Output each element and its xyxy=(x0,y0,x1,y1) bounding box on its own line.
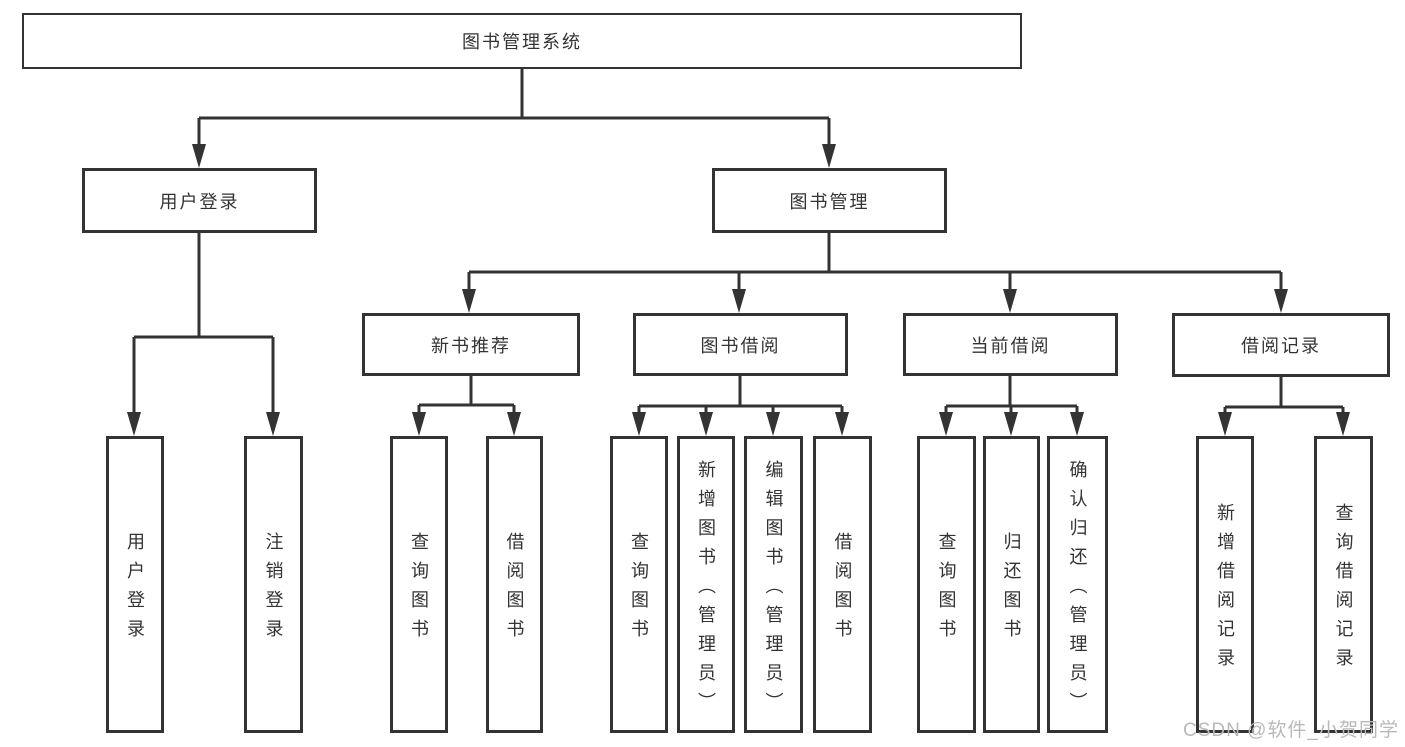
node-user-login-label: 用户登录 xyxy=(159,191,240,212)
leaf-newrec-borrow-books-label: 借阅图书 xyxy=(504,532,525,648)
watermark: CSDN @软件_小贺同学 xyxy=(1183,720,1399,741)
leaf-logout-login: 注销登录 xyxy=(244,436,303,733)
leaf-borrow-edit-books-admin: 编辑图书（管理员） xyxy=(744,436,803,733)
node-new-book-recommend-label: 新书推荐 xyxy=(431,335,511,356)
node-root: 图书管理系统 xyxy=(22,13,1022,69)
node-book-management-label: 图书管理 xyxy=(789,191,870,212)
leaf-records-add-record: 新增借阅记录 xyxy=(1196,436,1254,733)
leaf-newrec-borrow-books: 借阅图书 xyxy=(486,436,543,733)
leaf-current-return-books-label: 归还图书 xyxy=(1001,532,1022,648)
leaf-records-query-record: 查询借阅记录 xyxy=(1314,436,1373,733)
leaf-borrow-borrow-books-label: 借阅图书 xyxy=(832,532,853,648)
node-root-label: 图书管理系统 xyxy=(462,32,582,52)
leaf-records-add-record-label: 新增借阅记录 xyxy=(1215,503,1235,677)
node-book-borrow: 图书借阅 xyxy=(633,313,848,376)
leaf-borrow-query-books: 查询图书 xyxy=(610,436,668,733)
leaf-user-login: 用户登录 xyxy=(106,436,164,733)
leaf-records-query-record-label: 查询借阅记录 xyxy=(1333,503,1354,677)
leaf-current-confirm-return-admin: 确认归还（管理员） xyxy=(1047,436,1108,733)
leaf-current-confirm-return-admin-label: 确认归还（管理员） xyxy=(1067,459,1088,721)
node-borrow-records-label: 借阅记录 xyxy=(1241,336,1321,356)
leaf-borrow-add-books-admin-label: 新增图书（管理员） xyxy=(696,459,716,721)
node-current-borrow-label: 当前借阅 xyxy=(970,335,1051,356)
leaf-current-return-books: 归还图书 xyxy=(983,436,1040,733)
leaf-current-query-books: 查询图书 xyxy=(917,436,976,733)
leaf-user-login-label: 用户登录 xyxy=(125,532,145,648)
leaf-newrec-query-books: 查询图书 xyxy=(390,436,448,733)
arrowheads xyxy=(127,144,1350,436)
node-borrow-records: 借阅记录 xyxy=(1172,313,1390,377)
node-user-login: 用户登录 xyxy=(82,168,317,233)
node-current-borrow: 当前借阅 xyxy=(903,313,1118,376)
leaf-current-query-books-label: 查询图书 xyxy=(936,532,957,648)
leaf-borrow-query-books-label: 查询图书 xyxy=(629,532,649,648)
leaf-borrow-borrow-books: 借阅图书 xyxy=(813,436,872,733)
node-book-borrow-label: 图书借阅 xyxy=(700,335,781,356)
node-book-management: 图书管理 xyxy=(712,168,947,233)
node-new-book-recommend: 新书推荐 xyxy=(362,313,580,376)
leaf-borrow-add-books-admin: 新增图书（管理员） xyxy=(677,436,735,733)
leaf-newrec-query-books-label: 查询图书 xyxy=(409,532,429,648)
leaf-borrow-edit-books-admin-label: 编辑图书（管理员） xyxy=(763,459,784,721)
leaf-logout-login-label: 注销登录 xyxy=(263,532,284,648)
